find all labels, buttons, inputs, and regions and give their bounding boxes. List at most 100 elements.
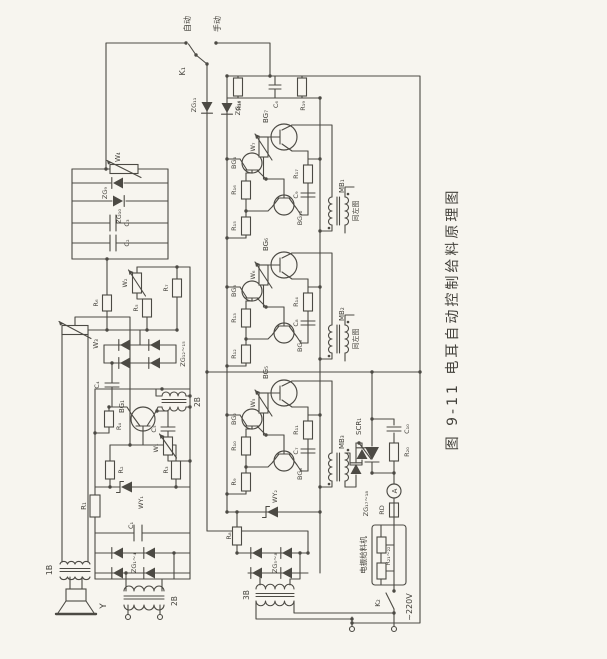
label-bg2: BG₂ — [230, 413, 238, 425]
wire-segment — [344, 474, 357, 488]
label-bg7: BG₇ — [262, 110, 270, 123]
junction-dot — [172, 551, 176, 555]
wire-segment — [245, 197, 280, 212]
wire-segment — [291, 124, 333, 198]
diode-zg5-8 — [252, 567, 262, 579]
label-zg58: ZG₅~₈ — [271, 553, 279, 574]
transformer-2b-core — [123, 595, 165, 600]
junction-dot — [174, 485, 178, 489]
wire-segment — [289, 552, 301, 586]
junction-dot — [188, 459, 192, 463]
junction-dot — [225, 157, 229, 161]
label-bg9: BG₉ — [296, 340, 304, 352]
wire-segment — [344, 452, 363, 466]
resistor-r2 — [104, 460, 116, 480]
label-zg16: ZG₁₆ — [234, 100, 242, 115]
diode-zg5-8 — [282, 567, 292, 579]
wire-segment — [239, 158, 248, 171]
junction-dot — [235, 510, 239, 514]
resistor-r21 — [376, 562, 387, 580]
label-zg10: ZG₁₀ — [115, 209, 123, 224]
label-r20: R₂₀ — [403, 447, 411, 457]
junction-dot — [235, 551, 239, 555]
capacitor-c7 — [300, 448, 316, 454]
pot-w3 — [58, 320, 92, 340]
wire-segment — [108, 406, 141, 427]
transformer-2b-interstage-core — [161, 398, 187, 404]
transistor-bg9 — [273, 322, 295, 344]
terminal — [124, 613, 132, 621]
wire-segment — [239, 286, 248, 299]
label-manual: 手动 — [212, 16, 222, 32]
transformer-2b-interstage — [161, 391, 187, 397]
label-r8: R₈ — [225, 532, 233, 540]
pulse-transformer-mb1 — [344, 196, 350, 226]
label-w1: W₁ — [152, 443, 160, 452]
pot-w5 — [255, 390, 260, 395]
phase-dot — [346, 448, 350, 452]
wire-segment — [385, 592, 395, 610]
junction-dot — [318, 157, 322, 161]
resistor-r20 — [388, 442, 400, 462]
capacitor-c5 — [160, 426, 176, 432]
junction-dot — [418, 370, 422, 374]
label-r10: R₁₀ — [230, 441, 238, 451]
wire-segment — [255, 600, 353, 620]
transformer-1b — [59, 576, 91, 581]
phase-dot — [327, 226, 331, 230]
label-r7: R₇ — [162, 284, 170, 292]
junction-dot — [225, 510, 229, 514]
junction-dot — [108, 485, 112, 489]
wire-segment — [281, 143, 293, 152]
junction-dot — [318, 229, 322, 233]
junction-dot — [205, 370, 209, 374]
label-b2: 2B — [170, 596, 179, 606]
junction-dot — [318, 285, 322, 289]
label-rd: RD — [378, 505, 386, 515]
transistor-bg10 — [273, 194, 295, 216]
pulse-transformer-mb2 — [344, 324, 350, 354]
speaker-ear-icon — [57, 600, 95, 614]
zener-wy1 — [121, 481, 132, 493]
junction-dot — [104, 167, 108, 171]
label-c2: C₂ — [123, 239, 131, 247]
transformer-2b-mains — [123, 604, 165, 611]
transformer-3b — [255, 583, 295, 590]
label-r5: R₅ — [132, 304, 140, 312]
label-c3: C₃ — [123, 219, 131, 227]
feeder-box — [371, 524, 407, 586]
capacitor-c1 — [133, 524, 143, 542]
junction-dot — [225, 492, 229, 496]
junction-dot — [350, 621, 354, 625]
junction-dot — [184, 41, 188, 45]
speaker-ear-icon — [65, 588, 87, 602]
pot-w4 — [106, 159, 142, 179]
junction-dot — [392, 471, 396, 475]
label-r15: R₁₅ — [230, 221, 238, 231]
junction-dot — [318, 96, 322, 100]
label-w2: W₂ — [121, 278, 129, 287]
resistor-r3 — [170, 460, 182, 480]
label-zg11: ZG₁₁ — [190, 97, 198, 112]
wire-segment — [245, 453, 280, 468]
diode-zg12-15 — [120, 357, 130, 369]
label-c10: C₁₀ — [403, 424, 411, 434]
capacitor-c3 — [109, 214, 117, 232]
wire-segment — [281, 271, 293, 280]
resistor-r1 — [89, 494, 101, 518]
pulse-transformer-mb3-core — [336, 452, 341, 482]
pot-w3 — [59, 321, 64, 326]
zener-wy2 — [267, 506, 278, 518]
capacitor-c8 — [300, 320, 316, 326]
capacitor-c6 — [268, 84, 282, 90]
terminal — [156, 613, 164, 621]
label-k1: K₁ — [178, 67, 187, 75]
phase-dot — [346, 320, 350, 324]
junction-dot — [225, 285, 229, 289]
resistor-r7 — [171, 278, 183, 298]
label-c6: C₆ — [272, 101, 280, 109]
transistor-bg6 — [270, 251, 298, 279]
wire-segment — [291, 252, 333, 326]
